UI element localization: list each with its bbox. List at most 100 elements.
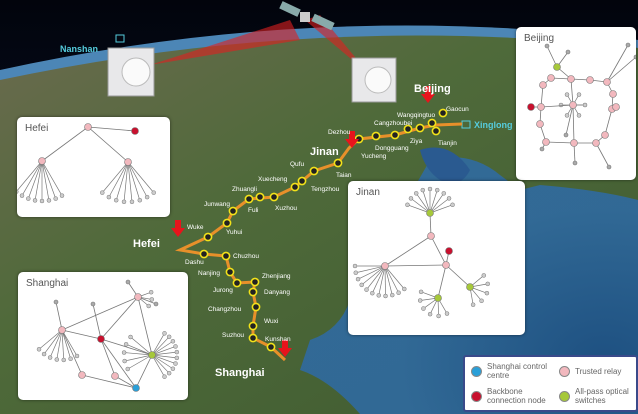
pink-node [427,232,435,240]
leaf-node [170,366,176,371]
legend-item-control-centre: Shanghai control centre [471,362,551,380]
graph-edge [92,303,102,340]
graph-edge [151,354,174,370]
station-label-dongguang: Dongguang [375,145,409,152]
bohai-sea [420,147,470,184]
pink-node [78,371,86,379]
leaf-node [144,194,150,200]
graph-edge [384,265,393,296]
leaf-node [122,358,127,364]
graph-edge [100,338,153,356]
leaf-node [413,191,419,196]
leaf-node [36,347,42,352]
leaf-node [364,287,369,292]
pink-node [442,261,450,269]
leaf-node [39,198,45,204]
graph-edge [546,45,558,68]
leaf-node [558,102,564,108]
leaf-node [402,286,407,292]
leaf-node [53,196,58,201]
pink-node [38,157,46,165]
station-label-junwang: Junwang [204,201,230,208]
leaf-node [146,303,151,309]
pink-node [536,120,544,128]
pink-node [539,81,547,89]
panel-title: Beijing [524,33,555,44]
legend-label: Backbone connection node [487,387,546,405]
leaf-node [174,355,180,361]
graph-edge [151,354,170,374]
station-label-fuli: Fuli [248,207,258,214]
graph-edge [572,104,575,144]
station-node [244,194,254,204]
graph-edge [124,352,153,356]
leaf-node [17,189,19,194]
station-node [251,302,261,312]
leaf-node [418,289,424,295]
station-node [333,158,343,168]
graph-edge [123,161,129,202]
station-label-jurong: Jurong [213,287,233,294]
leaf-node [485,281,490,287]
legend-item-optical-switch: All-pass optical switches [559,387,634,405]
pink-node [381,262,389,270]
station-label-gaocun: Gaocun [446,106,469,113]
station-node [266,342,276,352]
graph-edge [127,161,148,198]
panel-title: Shanghai [26,278,69,289]
graph-edge [38,329,63,350]
station-node [232,278,242,288]
leaf-node [59,193,65,198]
station-label-changzhou: Changzhou [208,306,242,313]
graph-edge [372,265,386,294]
graph-edge [430,235,447,266]
gray-node [563,132,569,138]
panel-title: Jinan [356,187,380,198]
leaf-node [166,334,172,340]
graph-edge [21,160,43,196]
leaf-node [170,339,176,344]
leaf-node [173,361,178,366]
graph-edge [366,265,386,290]
red-node [527,103,535,111]
city-label-shanghai: Shanghai [215,367,265,379]
graph-edge [108,161,129,198]
leaf-node [479,298,484,304]
leaf-node [421,306,426,311]
leaf-node [370,290,375,296]
nanshan-marker-icon [115,34,125,43]
green-node [434,294,442,302]
station-node [415,123,425,133]
station-label-qufu: Qufu [290,161,304,168]
graph-edge [100,296,139,340]
pink-node [58,326,66,334]
graph-edge [61,329,65,360]
leaf-node [166,370,172,376]
graph-edge [125,343,153,356]
graph-edge [61,329,78,357]
graph-edge [384,264,447,267]
gray-node [539,146,545,152]
graph-edge [127,161,141,201]
graph-edge [137,296,153,356]
station-node [248,333,258,343]
red-arrow-icon [171,220,185,237]
graph-edge [151,333,165,356]
graph-edge [151,336,170,356]
leaf-node [19,193,25,198]
leaf-node [405,202,410,208]
station-node [228,206,238,216]
red-node [131,127,139,135]
leaf-node [174,349,180,355]
blue-node [132,384,140,392]
station-label-tianjin: Tianjin [438,140,457,147]
pink-node [542,138,550,146]
leaf-node [564,113,570,118]
graph-edge [606,56,636,83]
leaf-node [390,292,395,298]
leaf-node [420,187,426,193]
pink-node [601,131,609,139]
graph-edge [61,329,102,340]
shanghai-network-graph [36,279,180,392]
